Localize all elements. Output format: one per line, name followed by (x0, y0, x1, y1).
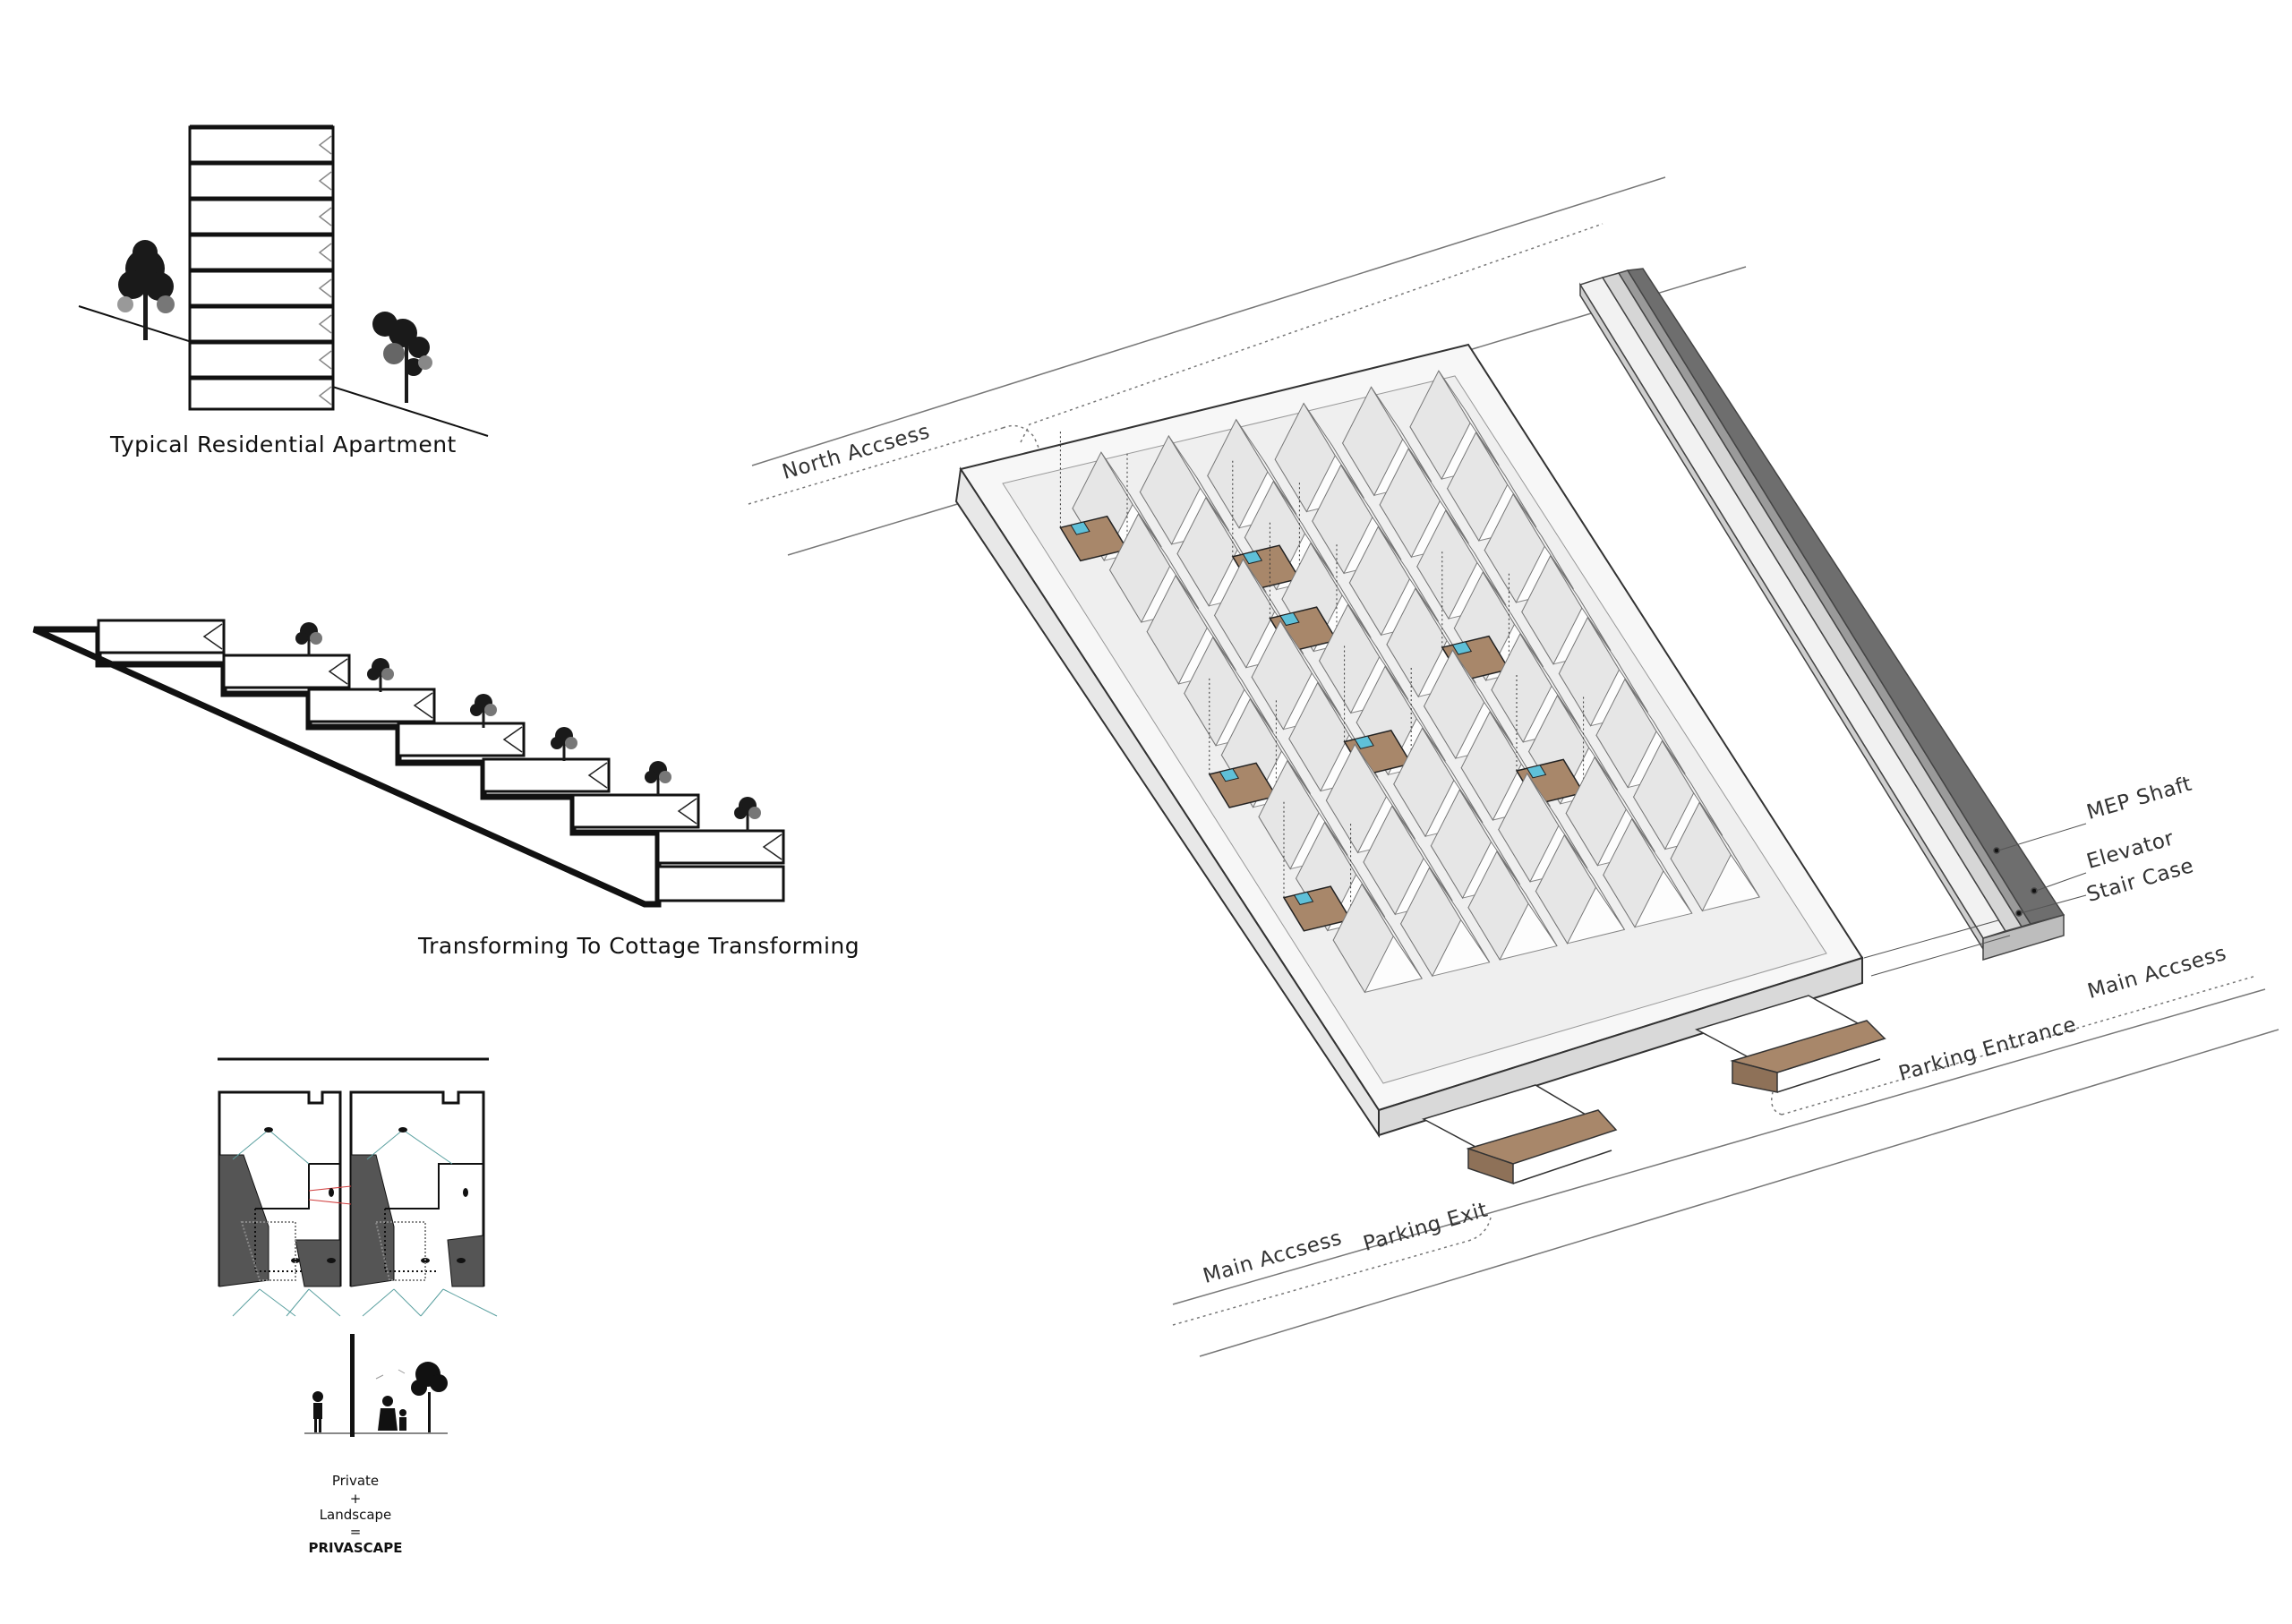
window-symbol (202, 623, 223, 650)
cottage-unit (1446, 431, 1537, 543)
concept-plus: + (349, 1491, 362, 1507)
cottage-unit (307, 688, 436, 723)
window-symbol (318, 278, 332, 298)
terrace-patio (1059, 429, 1129, 562)
tree-icon (470, 694, 497, 728)
terrace-patio (1282, 799, 1352, 932)
cottage-unit (1467, 850, 1558, 962)
privascape-plan (218, 1057, 498, 1317)
concept-private: Private (331, 1473, 380, 1489)
tree-icon (734, 797, 761, 831)
tree-icon (367, 658, 394, 692)
cottage-unit (1399, 867, 1491, 978)
window-symbol (318, 171, 332, 191)
window-symbol (587, 762, 608, 789)
cottage-unit (1491, 632, 1581, 743)
terrace-trees (295, 622, 761, 831)
cottage-unit (1139, 434, 1230, 545)
cottage-units-grid (1059, 370, 1760, 994)
cottage-unit (656, 829, 785, 865)
cottage-unit (1108, 512, 1200, 624)
window-symbol (677, 798, 697, 825)
cottage-unit (1603, 817, 1693, 928)
tree-icon (372, 312, 432, 403)
cottage-unit (1332, 883, 1423, 994)
cottage-unit (1498, 772, 1588, 883)
window-symbol (318, 314, 332, 334)
cottage-unit (482, 757, 611, 793)
window-symbol (318, 350, 332, 370)
cottage-unit (222, 654, 351, 689)
concept-equals: = (349, 1524, 362, 1540)
tree-icon (117, 240, 175, 340)
privacy-wall-figures (304, 1334, 448, 1437)
window-symbol (318, 207, 332, 227)
cottage-unit (1670, 801, 1760, 912)
cottage-unit (397, 722, 526, 757)
window-symbol (318, 386, 332, 406)
window-symbol (318, 243, 332, 262)
tree-icon (551, 727, 577, 761)
cottage-unit (1318, 603, 1409, 714)
window-symbol (762, 833, 783, 860)
parking-exit-ramp (1422, 1084, 1618, 1185)
parking-entrance-ramp (1695, 995, 1886, 1093)
tree-icon (645, 761, 671, 795)
cottage-unit (1251, 620, 1341, 731)
window-symbol (318, 135, 332, 155)
concept-privascape: PRIVASCAPE (308, 1540, 403, 1556)
window-symbol (413, 692, 433, 719)
window-symbol (328, 658, 348, 685)
mep-elevator-stair-shaft (1578, 268, 2065, 962)
window-symbol (502, 726, 523, 753)
concept-landscape: Landscape (319, 1507, 392, 1523)
apartment-section-drawing (78, 124, 489, 437)
cottage-unit (97, 619, 226, 654)
cottage-caption: Transforming To Cottage Transforming (418, 933, 860, 959)
tree-icon (295, 622, 322, 656)
apartment-caption: Typical Residential Apartment (110, 432, 457, 457)
cottage-unit (1484, 492, 1574, 603)
cottage-section-drawing (32, 619, 785, 908)
cottage-unit (1535, 833, 1626, 944)
shaft-leaders (1863, 823, 2087, 977)
cottage-unit (571, 793, 700, 829)
site-access-lines (748, 176, 2279, 1357)
